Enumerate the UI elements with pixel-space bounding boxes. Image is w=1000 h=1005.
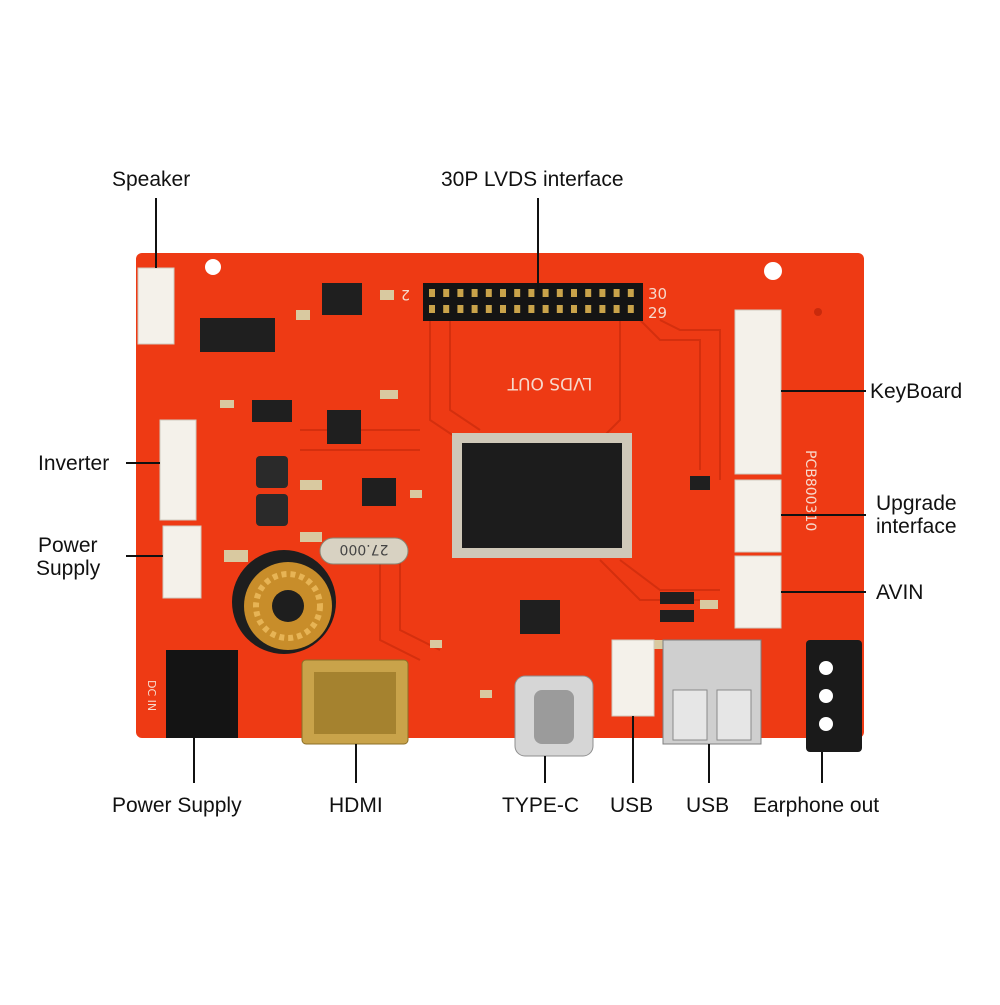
pin-29-label: 29 bbox=[648, 304, 667, 322]
keyboard-connector bbox=[734, 309, 782, 475]
earphone-out-label: Earphone out bbox=[753, 794, 880, 817]
lvds-pin bbox=[500, 289, 506, 297]
power-supply-side-label-line1: Power bbox=[38, 534, 98, 557]
lvds-pin bbox=[429, 289, 435, 297]
transistor bbox=[660, 610, 694, 622]
lvds-pin bbox=[585, 305, 592, 313]
speaker-connector bbox=[137, 267, 175, 345]
type-c-opening bbox=[534, 690, 574, 744]
jack-contact bbox=[819, 661, 833, 675]
lvds-pin bbox=[556, 289, 563, 297]
passive-components bbox=[220, 290, 718, 698]
upgrade-connector bbox=[734, 479, 782, 553]
lvds-pin bbox=[514, 305, 521, 313]
upgrade-interface-label-line2: interface bbox=[876, 515, 957, 538]
lvds-pin bbox=[500, 305, 506, 313]
lvds-pin bbox=[613, 289, 620, 297]
lvds-pin bbox=[585, 289, 592, 297]
mounting-hole bbox=[764, 262, 782, 280]
lvds-pin bbox=[443, 289, 450, 297]
usb-a-slot bbox=[716, 689, 752, 741]
dc-jack bbox=[166, 650, 238, 738]
lvds-pin bbox=[599, 305, 606, 313]
lvds-interface-label: 30P LVDS interface bbox=[441, 168, 624, 191]
lvds-pin bbox=[571, 305, 577, 313]
board-id-label: PCB800310 bbox=[802, 450, 818, 531]
lvds-pin bbox=[457, 289, 464, 297]
crystal-label: 27.000 bbox=[340, 541, 389, 557]
lvds-pin bbox=[443, 305, 450, 313]
keyboard-label: KeyBoard bbox=[870, 380, 963, 403]
ic-chip bbox=[327, 410, 361, 444]
jack-contact bbox=[819, 689, 833, 703]
lvds-pin bbox=[485, 305, 492, 313]
usb-label-1: USB bbox=[610, 794, 654, 817]
hdmi-label: HDMI bbox=[329, 794, 383, 817]
ic-chip bbox=[200, 318, 275, 352]
mounting-hole bbox=[205, 259, 221, 275]
lvds-pin bbox=[457, 305, 464, 313]
type-c-label: TYPE-C bbox=[502, 794, 580, 817]
hdmi-port-opening bbox=[314, 672, 396, 734]
lvds-pin bbox=[542, 305, 549, 313]
earphone-jack bbox=[806, 640, 862, 752]
toroid-winding bbox=[253, 571, 323, 641]
lvds-pin bbox=[556, 305, 563, 313]
usb-label-2: USB bbox=[686, 794, 730, 817]
inductor bbox=[256, 456, 288, 488]
inverter-connector bbox=[159, 419, 197, 521]
lvds-pin bbox=[485, 289, 492, 297]
via bbox=[814, 308, 822, 316]
power-supply-side-label-line2: Supply bbox=[36, 557, 101, 580]
lvds-pin bbox=[599, 289, 606, 297]
avin-connector bbox=[734, 555, 782, 629]
pin-2-label: 2 bbox=[401, 286, 410, 302]
main-chip bbox=[462, 443, 622, 548]
lvds-header-pins bbox=[429, 289, 634, 313]
lvds-pin bbox=[542, 289, 549, 297]
dc-in-label: DC IN bbox=[145, 680, 158, 711]
lvds-pin bbox=[429, 305, 435, 313]
power-supply-bottom-label: Power Supply bbox=[112, 794, 242, 817]
usb-a-slot bbox=[672, 689, 708, 741]
lvds-out-label: LVDS OUT bbox=[507, 373, 592, 393]
transistor bbox=[690, 476, 710, 490]
inverter-label: Inverter bbox=[38, 452, 110, 475]
ic-chip bbox=[322, 283, 362, 315]
jack-contact bbox=[819, 717, 833, 731]
lvds-pin bbox=[528, 305, 535, 313]
power-supply-connector bbox=[162, 525, 202, 599]
lvds-pin bbox=[471, 305, 478, 313]
lvds-pin bbox=[471, 289, 478, 297]
avin-label: AVIN bbox=[876, 581, 924, 604]
toroid-center bbox=[272, 590, 304, 622]
lvds-pin bbox=[514, 289, 521, 297]
pin-30-label: 30 bbox=[648, 285, 667, 303]
upgrade-interface-label-line1: Upgrade bbox=[876, 492, 957, 515]
crystal-oscillator bbox=[319, 537, 409, 565]
leader-lines bbox=[126, 198, 866, 783]
lvds-pin bbox=[627, 305, 634, 313]
ic-chip bbox=[362, 478, 396, 506]
lvds-pin bbox=[571, 289, 577, 297]
usb-header-connector bbox=[611, 639, 655, 717]
speaker-label: Speaker bbox=[112, 168, 191, 191]
ic-chip bbox=[252, 400, 292, 422]
inductor bbox=[256, 494, 288, 526]
lvds-pin bbox=[613, 305, 620, 313]
transistor bbox=[660, 592, 694, 604]
lvds-pin bbox=[627, 289, 634, 297]
lvds-header bbox=[423, 283, 643, 321]
ic-chip bbox=[520, 600, 560, 634]
lvds-pin bbox=[528, 289, 535, 297]
